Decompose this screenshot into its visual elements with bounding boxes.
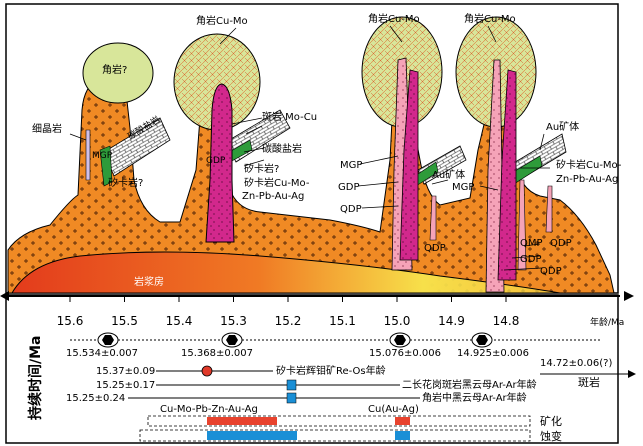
biotite2-label: 角岩中黑云母Ar-Ar年龄: [422, 391, 527, 404]
axis-tick-label: 15.5: [111, 314, 138, 328]
label-porphyry-mocu: 斑岩 Mo-Cu: [262, 110, 317, 123]
label-skarn-q-2: 矽卡岩?: [244, 162, 279, 175]
biotite1-marker: [286, 379, 297, 391]
label-hornfels-cumo-3: 角岩Cu-Mo: [464, 12, 516, 25]
mineralization-row-label: 矿化: [540, 414, 562, 428]
label-mgp-2: MGP: [340, 160, 362, 171]
alteration-row-label: 蚀变: [540, 429, 562, 443]
biotite2-marker: [286, 392, 297, 404]
label-mgp-1: MGP: [92, 151, 113, 161]
age-markers: [97, 332, 493, 348]
gdp-stock-1: [205, 83, 235, 243]
label-hornfels-cumo-1: 角岩Cu-Mo: [196, 14, 248, 27]
axis-unit: 年龄/Ma: [590, 316, 624, 328]
label-skarn-q-1: 矽卡岩?: [108, 176, 143, 189]
label-skarn-ore-2a: 矽卡岩Cu-Mo-: [556, 158, 622, 171]
axis-tick-label: 14.8: [493, 314, 520, 328]
biotite1-label: 二长花岗斑岩黑云母Ar-Ar年龄: [402, 378, 537, 391]
alteration-frame: [139, 429, 531, 442]
age-marker-icon: [221, 332, 243, 348]
age-marker-icon: [97, 332, 119, 348]
label-gdp-2: GDP: [338, 182, 359, 193]
age-marker-icon: [389, 332, 411, 348]
gdp-dike-1: [399, 69, 419, 261]
label-qdp-3: QDP: [550, 238, 572, 249]
age-value-2: 15.368±0.007: [181, 348, 253, 359]
age-value-1: 15.534±0.007: [66, 348, 138, 359]
label-gdp-3: GDP: [520, 254, 541, 265]
axis-tick-label: 15.6: [57, 314, 84, 328]
label-qdp-4: QDP: [540, 266, 562, 277]
axis-tick-label: 15.4: [166, 314, 193, 328]
age-marker-icon: [471, 332, 493, 348]
label-carbonate-2: 碳酸盐岩: [262, 142, 302, 155]
porphyry-age: 14.72±0.06(?): [540, 358, 612, 369]
porphyry-arrow-head: [628, 370, 636, 378]
label-hornfels-cumo-2: 角岩Cu-Mo: [368, 12, 420, 25]
alteration-bar-2: [395, 431, 410, 440]
label-skarn-ore-1b: Zn-Pb-Au-Ag: [242, 191, 304, 202]
leader-lines: [69, 25, 550, 271]
label-magma-chamber: 岩浆房: [134, 275, 164, 288]
axis-ylabel: 持续时间/Ma: [27, 336, 44, 421]
label-hornfels-q: 角岩?: [102, 63, 127, 76]
qdp-dike-2: [429, 195, 437, 241]
re-os-age: 15.37±0.09: [96, 366, 155, 377]
axis-arrow-right: [624, 291, 634, 301]
label-au-ore-1: Au矿体: [546, 120, 579, 133]
mineralization-bar-2: [395, 417, 410, 425]
label-mgp-3: MGP: [452, 182, 474, 193]
qdp-dike-4: [545, 185, 553, 233]
biotite1-age: 15.25±0.17: [96, 380, 155, 391]
label-au-ore-2: Au矿体: [432, 168, 465, 181]
min-label-1: Cu-Mo-Pb-Zn-Au-Ag: [160, 404, 258, 415]
axis-tick-label: 15.3: [220, 314, 247, 328]
label-qmp: QMP: [520, 238, 543, 249]
axis-tick-label: 15.1: [329, 314, 356, 328]
re-os-marker: [201, 365, 213, 377]
axis-tick-label: 15.2: [275, 314, 302, 328]
axis-tick-label: 14.9: [438, 314, 465, 328]
axis-ticks: 15.6 15.5 15.4 15.3 15.2 15.1 15.0 14.9 14.8: [57, 296, 520, 328]
age-value-3: 15.076±0.006: [369, 348, 441, 359]
label-aplite: 细晶岩: [32, 122, 62, 135]
biotite2-age: 15.25±0.24: [66, 393, 125, 404]
label-skarn-ore-2b: Zn-Pb-Au-Ag: [556, 174, 618, 185]
hornfels-cap-1: [82, 42, 154, 104]
label-gdp-1: GDP: [206, 156, 226, 166]
gdp-dike-2: [497, 69, 517, 281]
age-value-4: 14.925±0.006: [457, 348, 529, 359]
skarn-body-1: [99, 145, 113, 187]
aplite-dike: [85, 129, 91, 181]
axis-arrow-left: [0, 291, 9, 301]
qmp-dike: [517, 179, 527, 271]
porphyry-label: 斑岩: [578, 375, 600, 389]
mineralization-bar-1: [207, 417, 277, 425]
mineralization-frame: [147, 415, 531, 427]
label-qdp-2: QDP: [424, 243, 446, 254]
min-label-2: Cu(Au-Ag): [368, 404, 419, 415]
re-os-label: 矽卡岩辉钼矿Re-Os年龄: [276, 364, 386, 377]
alteration-bar-1: [207, 431, 297, 440]
label-skarn-ore-1a: 矽卡岩Cu-Mo-: [244, 176, 310, 189]
axis-tick-label: 15.0: [384, 314, 411, 328]
label-qdp-1: QDP: [340, 204, 362, 215]
